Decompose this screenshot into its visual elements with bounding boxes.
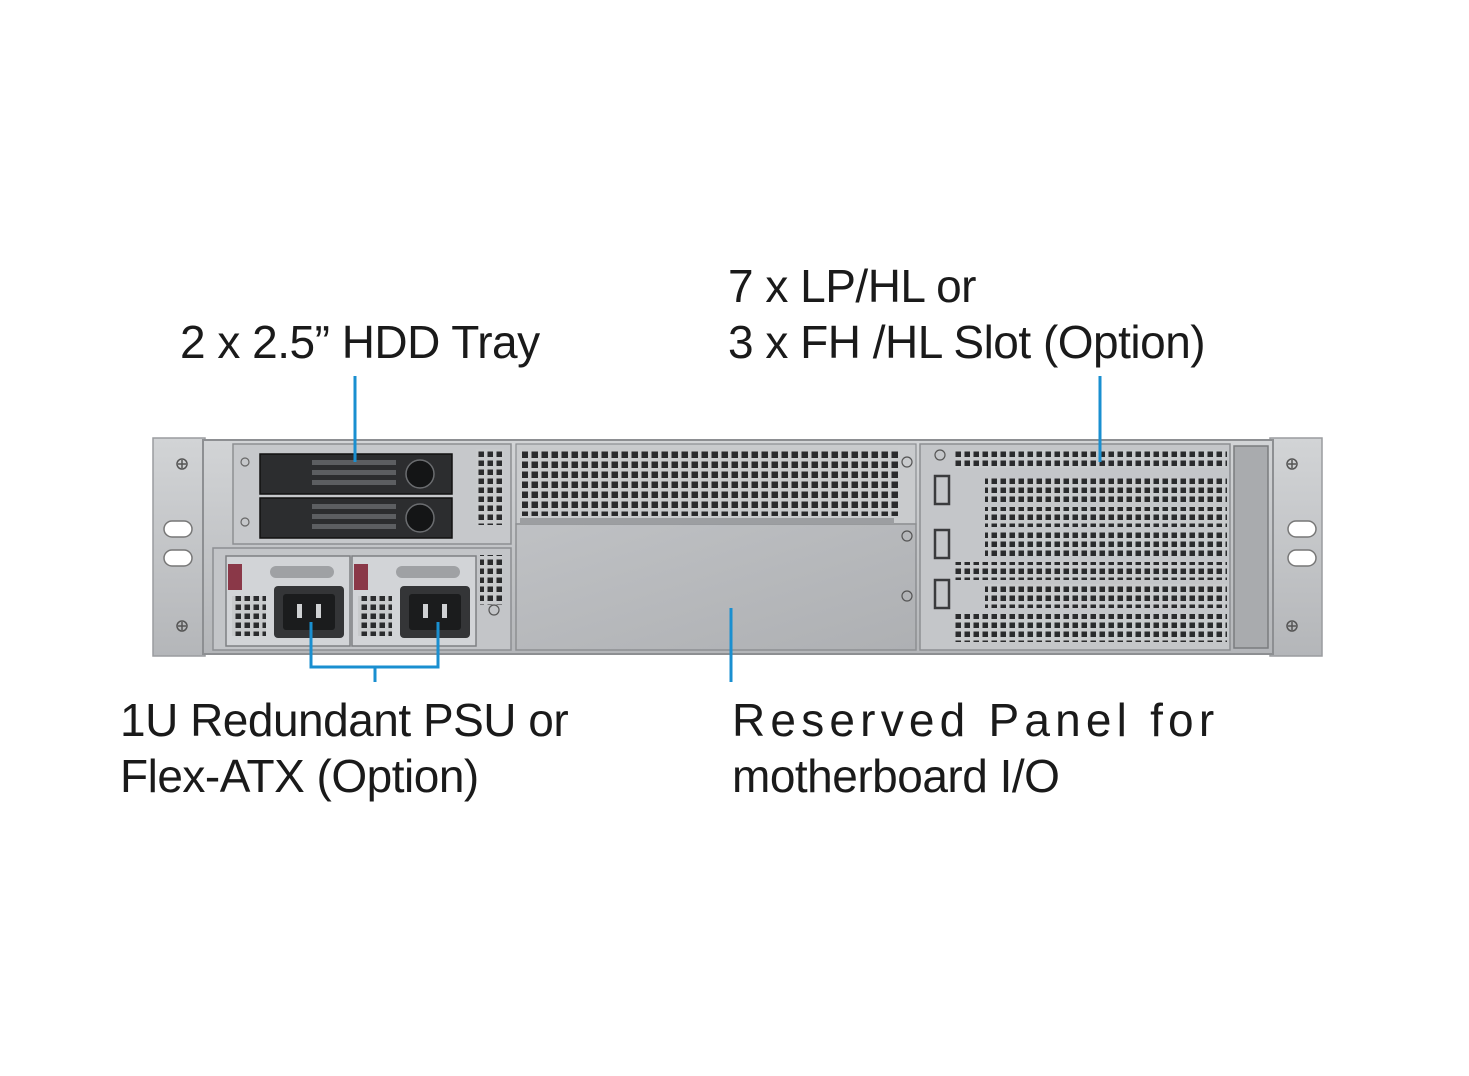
reserved-panel-callout: Reserved Panel for motherboard I/O <box>732 692 1219 804</box>
expansion-slots-callout: 7 x LP/HL or 3 x FH /HL Slot (Option) <box>728 258 1206 370</box>
rack-ear-right <box>1269 437 1323 657</box>
psu-module-1[interactable] <box>225 555 351 647</box>
psu-bay <box>212 547 512 651</box>
slot-cover-6 <box>985 584 1227 608</box>
hdd-tray-callout-line1: 2 x 2.5” HDD Tray <box>180 316 540 368</box>
expansion-slots-callout-line1: 7 x LP/HL or <box>728 260 976 312</box>
psu-callout-line2: Flex-ATX (Option) <box>120 750 479 802</box>
hdd-cage <box>232 443 512 545</box>
psu-callout: 1U Redundant PSU or Flex-ATX (Option) <box>120 692 569 804</box>
psu-release-latch-2[interactable] <box>354 564 368 590</box>
psu-callout-line1: 1U Redundant PSU or <box>120 694 569 746</box>
expansion-slots-callout-line2: 3 x FH /HL Slot (Option) <box>728 316 1206 368</box>
slot-cover-1 <box>955 450 1227 468</box>
slot-cover-4 <box>985 532 1227 556</box>
expansion-slot-cage <box>919 443 1269 651</box>
slot-cover-7 <box>955 614 1227 642</box>
psu-module-2[interactable] <box>351 555 477 647</box>
ac-inlet-2 <box>409 594 461 630</box>
ac-inlet-1 <box>283 594 335 630</box>
psu-release-latch-1[interactable] <box>228 564 242 590</box>
center-vent <box>515 443 917 525</box>
hdd-tray-callout: 2 x 2.5” HDD Tray <box>180 314 540 370</box>
reserved-io-panel <box>515 523 917 651</box>
reserved-panel-callout-line1: Reserved Panel for <box>732 694 1220 746</box>
rack-ear-left <box>152 437 206 657</box>
slot-cover-5 <box>955 562 1227 580</box>
reserved-panel-callout-line2: motherboard I/O <box>732 750 1060 802</box>
hdd-tray-2[interactable] <box>259 497 453 539</box>
slot-cover-2 <box>985 478 1227 502</box>
slot-cover-3 <box>985 507 1227 527</box>
callout-leaders <box>309 376 1102 682</box>
